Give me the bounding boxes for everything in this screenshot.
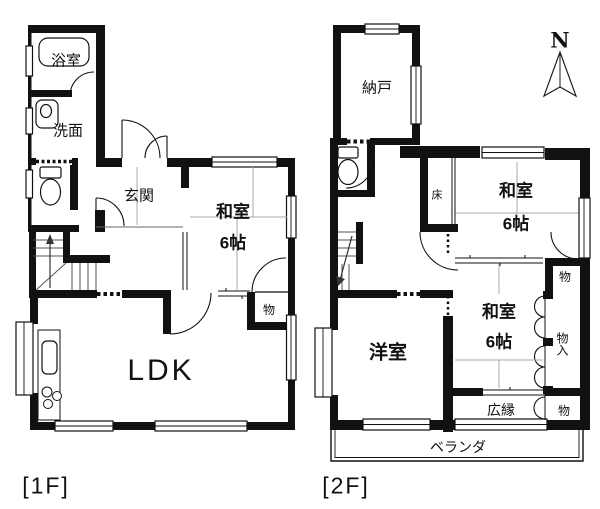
floor1-caption: [1F] <box>22 472 70 499</box>
room-label-washitsu-mid: 和室 <box>482 302 516 322</box>
toilet-bowl-1f <box>39 178 62 206</box>
floor1-doors <box>69 71 287 335</box>
room-label-closet-in: 物入 <box>555 332 569 356</box>
room-label-entrance: 玄関 <box>123 187 155 205</box>
room-size-washitsu-1f: 6帖 <box>219 233 247 253</box>
room-label-closet-top: 物 <box>558 270 572 284</box>
room-label-washitsu-up: 和室 <box>499 181 533 201</box>
room-size-washitsu-up: 6帖 <box>502 214 530 234</box>
floor2-fusuma-doors <box>533 295 546 420</box>
stove-burner <box>43 399 53 409</box>
compass-north-label: N <box>550 27 570 53</box>
floor1-thin-lines <box>96 167 288 299</box>
compass-arrow <box>542 50 578 98</box>
room-label-western: 洋室 <box>368 342 408 364</box>
floor2-thin-lines <box>451 158 578 396</box>
floor1-dashed-openings <box>36 159 122 296</box>
room-size-washitsu-mid: 6帖 <box>485 332 513 352</box>
stove-burner <box>52 391 62 401</box>
floor1-fixtures <box>35 37 90 421</box>
room-label-washitsu-1f: 和室 <box>216 202 250 222</box>
room-label-closet-bottom: 物 <box>557 404 571 418</box>
floor2-stairs <box>336 231 356 290</box>
kitchen-sink <box>41 340 58 375</box>
room-label-ldk: LDK <box>127 354 195 387</box>
floor1-stairs <box>33 234 97 291</box>
room-label-closet-1f: 物 <box>262 303 276 317</box>
toilet-tank-2f <box>337 146 359 159</box>
toilet-bowl-2f <box>337 158 359 186</box>
room-label-storage: 納戸 <box>361 79 393 97</box>
room-label-hiroen: 広縁 <box>487 402 515 418</box>
room-label-bath: 浴室 <box>50 52 82 70</box>
floor2-caption: [2F] <box>322 472 370 499</box>
veranda-outline <box>330 430 584 462</box>
toilet-tank-1f <box>39 166 62 179</box>
floor2-dashed-openings <box>347 139 450 316</box>
stairs-down-arrow <box>336 276 345 286</box>
stove-burner <box>41 386 53 398</box>
floor2-doors <box>345 160 579 271</box>
room-label-tokonoma: 床 <box>431 189 443 202</box>
floor2-fixtures <box>337 146 359 186</box>
floor1-windows <box>15 45 297 432</box>
bathtub <box>38 37 90 67</box>
stairs-up-arrow <box>46 234 54 244</box>
room-label-veranda: ベランダ <box>430 439 486 455</box>
floor2-windows <box>314 23 591 431</box>
room-label-washroom: 洗面 <box>52 122 84 140</box>
